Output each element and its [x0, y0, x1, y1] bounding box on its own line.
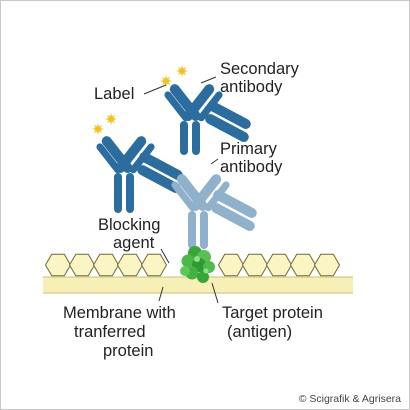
secondary-antibody-top: [164, 84, 251, 155]
blocking-agent-label-line2: agent: [113, 234, 155, 252]
label-star-icon: [105, 113, 117, 125]
target-protein-label-line2: (antigen): [227, 323, 293, 341]
label-star-icon: [92, 123, 104, 135]
secondary-antibody-left: [96, 136, 183, 213]
leader-lines: [143, 76, 219, 304]
blocking-agent-hexagons: [44, 253, 341, 277]
primary-antibody: [171, 174, 257, 249]
label-label: Label: [94, 85, 135, 103]
blocking-agent-hexagon: [265, 253, 293, 277]
membrane-band: [43, 277, 353, 293]
label-star-icon: [176, 65, 188, 77]
blocking-agent-label-line1: Blocking: [98, 216, 161, 234]
blocking-agent-hexagon: [92, 253, 120, 277]
target-protein-antigen: [180, 246, 215, 283]
copyright-notice: © Scigrafik & Agrisera: [298, 393, 401, 405]
membrane-label-line1: Membrane with: [63, 304, 176, 322]
target-protein-label-line1: Target protein: [222, 304, 323, 322]
primary-antibody-label-line1: Primary: [220, 140, 277, 158]
blocking-agent-hexagon: [116, 253, 144, 277]
blocking-agent-hexagon: [313, 253, 341, 277]
membrane-label-line3: protein: [103, 342, 154, 360]
primary-antibody-label-line2: antibody: [220, 158, 283, 176]
secondary-antibody-label-line2: antibody: [220, 78, 283, 96]
blocking-agent-hexagon: [217, 253, 245, 277]
blocking-agent-hexagon: [289, 253, 317, 277]
blocking-agent-hexagon: [241, 253, 269, 277]
blocking-agent-hexagon: [44, 253, 72, 277]
label-star-icon: [160, 75, 172, 87]
label-star-icon: [92, 65, 188, 135]
secondary-antibody-label-line1: Secondary: [220, 60, 299, 78]
blocking-agent-hexagon: [68, 253, 96, 277]
membrane-label-line2: tranferred: [74, 323, 146, 341]
blocking-agent-hexagon: [140, 253, 168, 277]
